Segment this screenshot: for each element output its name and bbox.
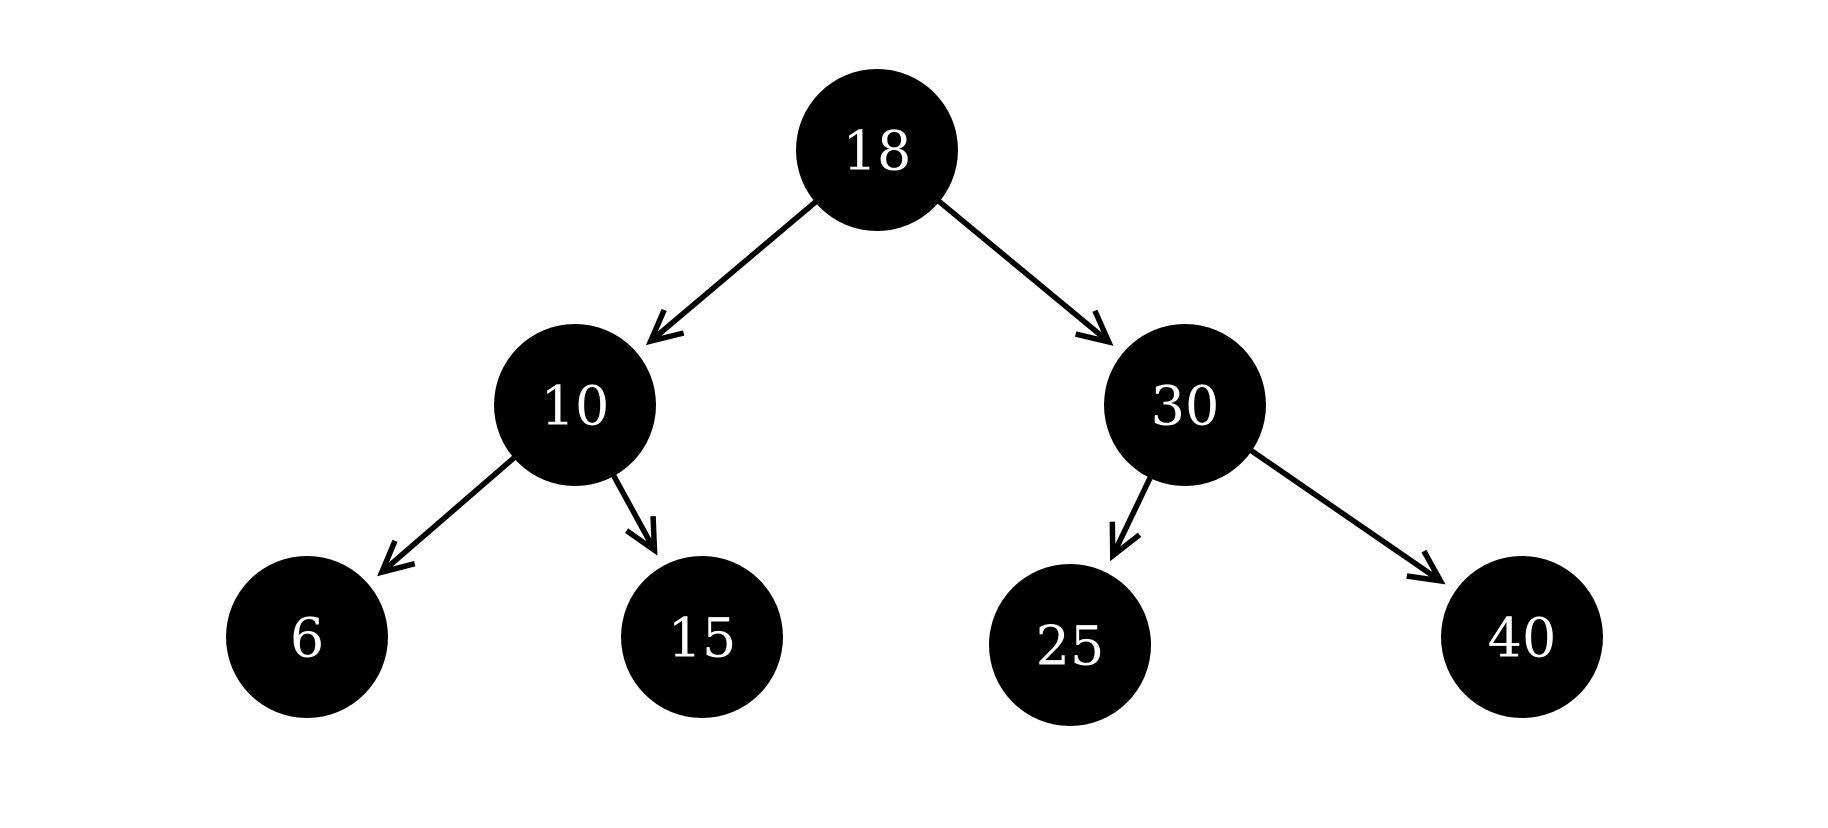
- edge-line: [610, 472, 657, 552]
- edge-arrowhead-icon: [645, 308, 685, 346]
- edge-arrowhead-icon: [625, 516, 658, 556]
- node-label: 6: [290, 607, 324, 670]
- edge-line: [1110, 475, 1154, 557]
- tree-node-6[interactable]: 6: [226, 556, 388, 718]
- node-circle[interactable]: [1104, 324, 1266, 486]
- node-circle[interactable]: [494, 324, 656, 486]
- tree-node-18[interactable]: 18: [796, 69, 958, 231]
- node-circle[interactable]: [621, 556, 783, 718]
- edge-arrowhead-icon: [1406, 549, 1446, 585]
- tree-edge: [377, 454, 518, 577]
- node-circle[interactable]: [1441, 556, 1603, 718]
- edges-layer: [377, 198, 1446, 585]
- node-circle[interactable]: [226, 556, 388, 718]
- nodes-layer: 18 10 30 6 15 25 40: [226, 69, 1603, 726]
- tree-edge: [610, 472, 658, 556]
- node-label: 15: [668, 607, 737, 670]
- tree-edge: [1248, 447, 1446, 585]
- tree-edge: [1109, 475, 1154, 562]
- edge-line: [936, 198, 1111, 344]
- node-circle[interactable]: [796, 69, 958, 231]
- tree-node-15[interactable]: 15: [621, 556, 783, 718]
- node-circle[interactable]: [989, 564, 1151, 726]
- node-label: 25: [1036, 615, 1105, 678]
- edge-arrowhead-icon: [377, 539, 416, 577]
- node-label: 30: [1151, 375, 1220, 438]
- edge-arrowhead-icon: [1109, 521, 1142, 562]
- edge-arrowhead-icon: [1075, 309, 1114, 346]
- node-label: 18: [843, 120, 912, 183]
- edge-line: [380, 454, 518, 575]
- edge-line: [648, 198, 819, 344]
- tree-node-25[interactable]: 25: [989, 564, 1151, 726]
- node-label: 10: [541, 375, 610, 438]
- tree-node-40[interactable]: 40: [1441, 556, 1603, 718]
- edge-line: [1248, 447, 1443, 584]
- tree-node-30[interactable]: 30: [1104, 324, 1266, 486]
- node-label: 40: [1488, 607, 1557, 670]
- tree-edge: [936, 198, 1114, 346]
- tree-node-10[interactable]: 10: [494, 324, 656, 486]
- tree-edge: [645, 198, 819, 346]
